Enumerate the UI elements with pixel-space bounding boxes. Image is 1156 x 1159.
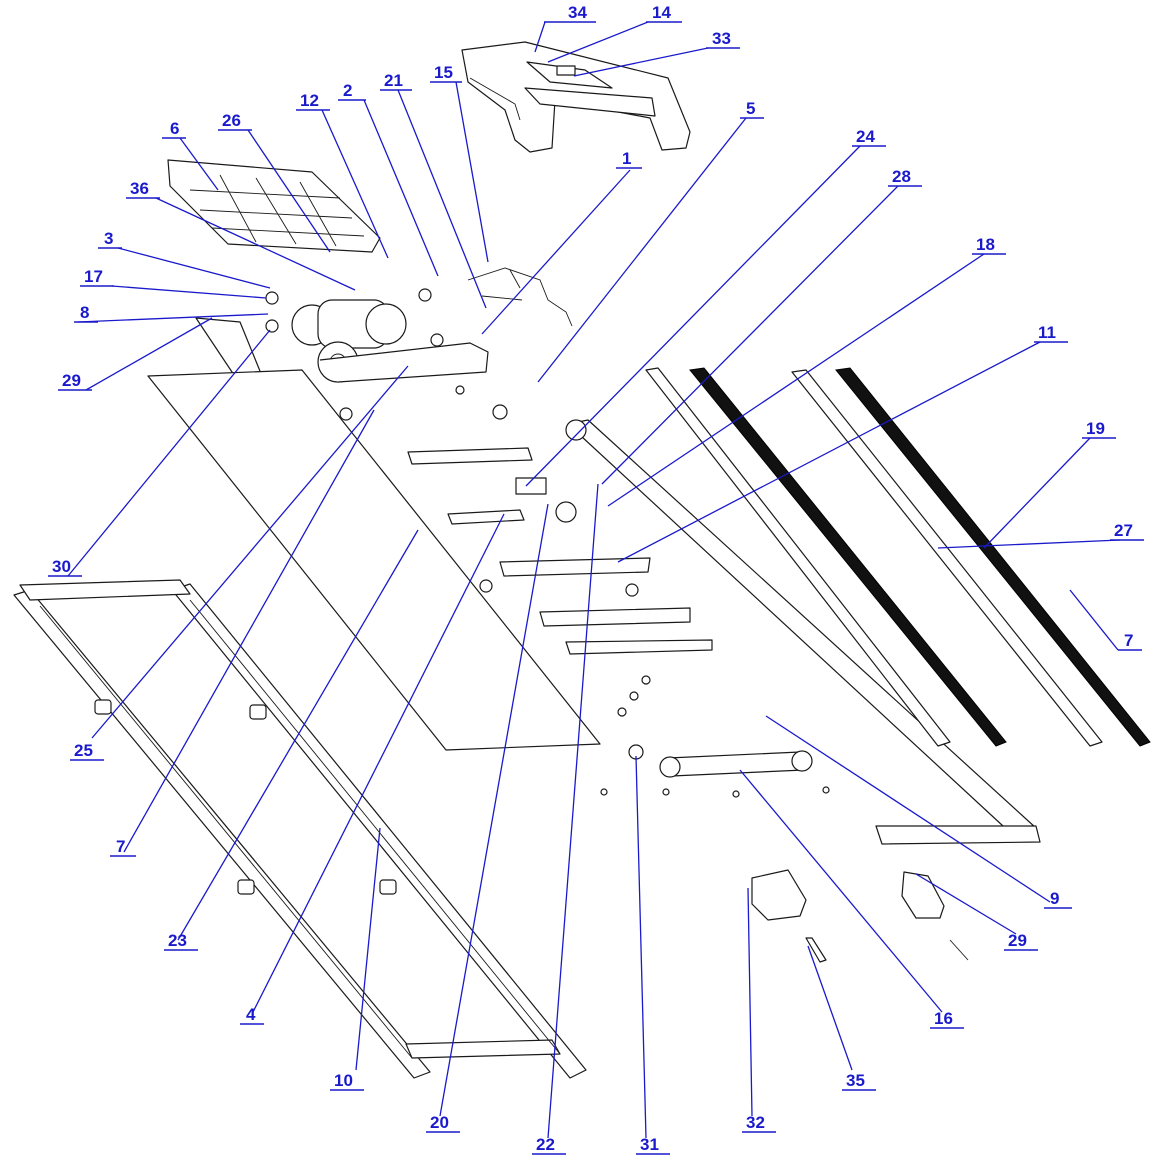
callout-9[interactable]: 9 <box>1044 889 1072 909</box>
callout-34[interactable]: 34 <box>544 3 596 23</box>
svg-text:32: 32 <box>746 1113 765 1132</box>
svg-text:34: 34 <box>568 3 587 22</box>
callout-28[interactable]: 28 <box>888 167 922 187</box>
callout-18[interactable]: 18 <box>972 235 1006 255</box>
callout-8[interactable]: 8 <box>74 303 98 323</box>
svg-text:22: 22 <box>536 1135 555 1154</box>
svg-text:29: 29 <box>1008 931 1027 950</box>
callout-16[interactable]: 16 <box>930 1009 964 1029</box>
callout-2[interactable]: 2 <box>338 81 366 101</box>
svg-text:29: 29 <box>62 371 81 390</box>
svg-text:7: 7 <box>1124 631 1133 650</box>
svg-text:17: 17 <box>84 267 103 286</box>
callout-21[interactable]: 21 <box>380 71 412 91</box>
callout-31[interactable]: 31 <box>636 1135 670 1155</box>
callout-5[interactable]: 5 <box>740 99 764 119</box>
svg-text:8: 8 <box>80 303 89 322</box>
svg-text:18: 18 <box>976 235 995 254</box>
left-side-rail-frame <box>13 579 587 1079</box>
callout-23[interactable]: 23 <box>164 931 198 951</box>
svg-text:5: 5 <box>746 99 755 118</box>
callout-33[interactable]: 33 <box>706 29 740 49</box>
callout-7-right[interactable]: 7 <box>1118 631 1142 651</box>
wiring-harness <box>467 267 573 327</box>
svg-text:15: 15 <box>434 63 453 82</box>
deck-cushions <box>407 447 713 655</box>
callout-35[interactable]: 35 <box>842 1071 876 1091</box>
svg-text:23: 23 <box>168 931 187 950</box>
svg-text:28: 28 <box>892 167 911 186</box>
callout-22[interactable]: 22 <box>532 1135 566 1155</box>
svg-text:6: 6 <box>170 119 179 138</box>
callout-15[interactable]: 15 <box>430 63 462 83</box>
svg-text:16: 16 <box>934 1009 953 1028</box>
bolt <box>805 937 827 963</box>
svg-text:12: 12 <box>300 91 319 110</box>
svg-text:11: 11 <box>1038 323 1056 342</box>
callout-12[interactable]: 12 <box>296 91 330 111</box>
svg-text:20: 20 <box>430 1113 449 1132</box>
callout-29-right[interactable]: 29 <box>1004 931 1038 951</box>
callout-27[interactable]: 27 <box>1110 521 1144 541</box>
deck-side-frame <box>565 419 1041 845</box>
svg-text:9: 9 <box>1050 889 1059 908</box>
end-cap <box>751 869 807 921</box>
svg-text:14: 14 <box>652 3 671 22</box>
control-board <box>167 159 381 253</box>
svg-text:4: 4 <box>246 1005 256 1024</box>
rear-bracket <box>901 871 969 961</box>
svg-text:35: 35 <box>846 1071 865 1090</box>
callout-1[interactable]: 1 <box>616 149 642 169</box>
console-hood <box>461 41 691 153</box>
callout-14[interactable]: 14 <box>646 3 682 23</box>
callout-29-left[interactable]: 29 <box>58 371 92 391</box>
svg-text:26: 26 <box>222 111 241 130</box>
svg-text:24: 24 <box>856 127 875 146</box>
svg-text:19: 19 <box>1086 419 1105 438</box>
callout-24[interactable]: 24 <box>852 127 886 147</box>
svg-text:7: 7 <box>116 837 125 856</box>
callout-36[interactable]: 36 <box>126 179 160 199</box>
svg-text:10: 10 <box>334 1071 353 1090</box>
svg-text:31: 31 <box>640 1135 659 1154</box>
callout-labels: 34 14 33 15 21 2 12 26 6 36 3 17 8 29 5 … <box>48 3 1144 1155</box>
svg-text:1: 1 <box>622 149 631 168</box>
hardware <box>339 385 830 798</box>
svg-text:25: 25 <box>74 741 93 760</box>
callout-26[interactable]: 26 <box>218 111 252 131</box>
callout-11[interactable]: 11 <box>1034 323 1068 343</box>
svg-text:27: 27 <box>1114 521 1133 540</box>
svg-text:30: 30 <box>52 557 71 576</box>
callout-7-left[interactable]: 7 <box>110 837 136 857</box>
callout-17[interactable]: 17 <box>80 267 114 287</box>
svg-text:3: 3 <box>104 229 113 248</box>
callout-4[interactable]: 4 <box>240 1005 264 1025</box>
side-rails <box>645 367 1151 747</box>
rear-roller <box>659 750 813 778</box>
svg-text:21: 21 <box>384 71 403 90</box>
callout-6[interactable]: 6 <box>162 119 186 139</box>
running-deck-board <box>147 369 601 751</box>
svg-text:2: 2 <box>343 81 352 100</box>
parts-drawing <box>13 41 1151 1079</box>
callout-3[interactable]: 3 <box>98 229 122 249</box>
callout-25[interactable]: 25 <box>70 741 104 761</box>
callout-leaders <box>67 21 1121 1139</box>
svg-text:36: 36 <box>130 179 149 198</box>
motor-assembly <box>265 288 489 383</box>
motor-cover-bracket <box>195 317 263 379</box>
callout-19[interactable]: 19 <box>1082 419 1116 439</box>
svg-text:33: 33 <box>712 29 731 48</box>
callout-32[interactable]: 32 <box>742 1113 776 1133</box>
callout-10[interactable]: 10 <box>330 1071 364 1091</box>
callout-30[interactable]: 30 <box>48 557 82 577</box>
callout-20[interactable]: 20 <box>426 1113 460 1133</box>
